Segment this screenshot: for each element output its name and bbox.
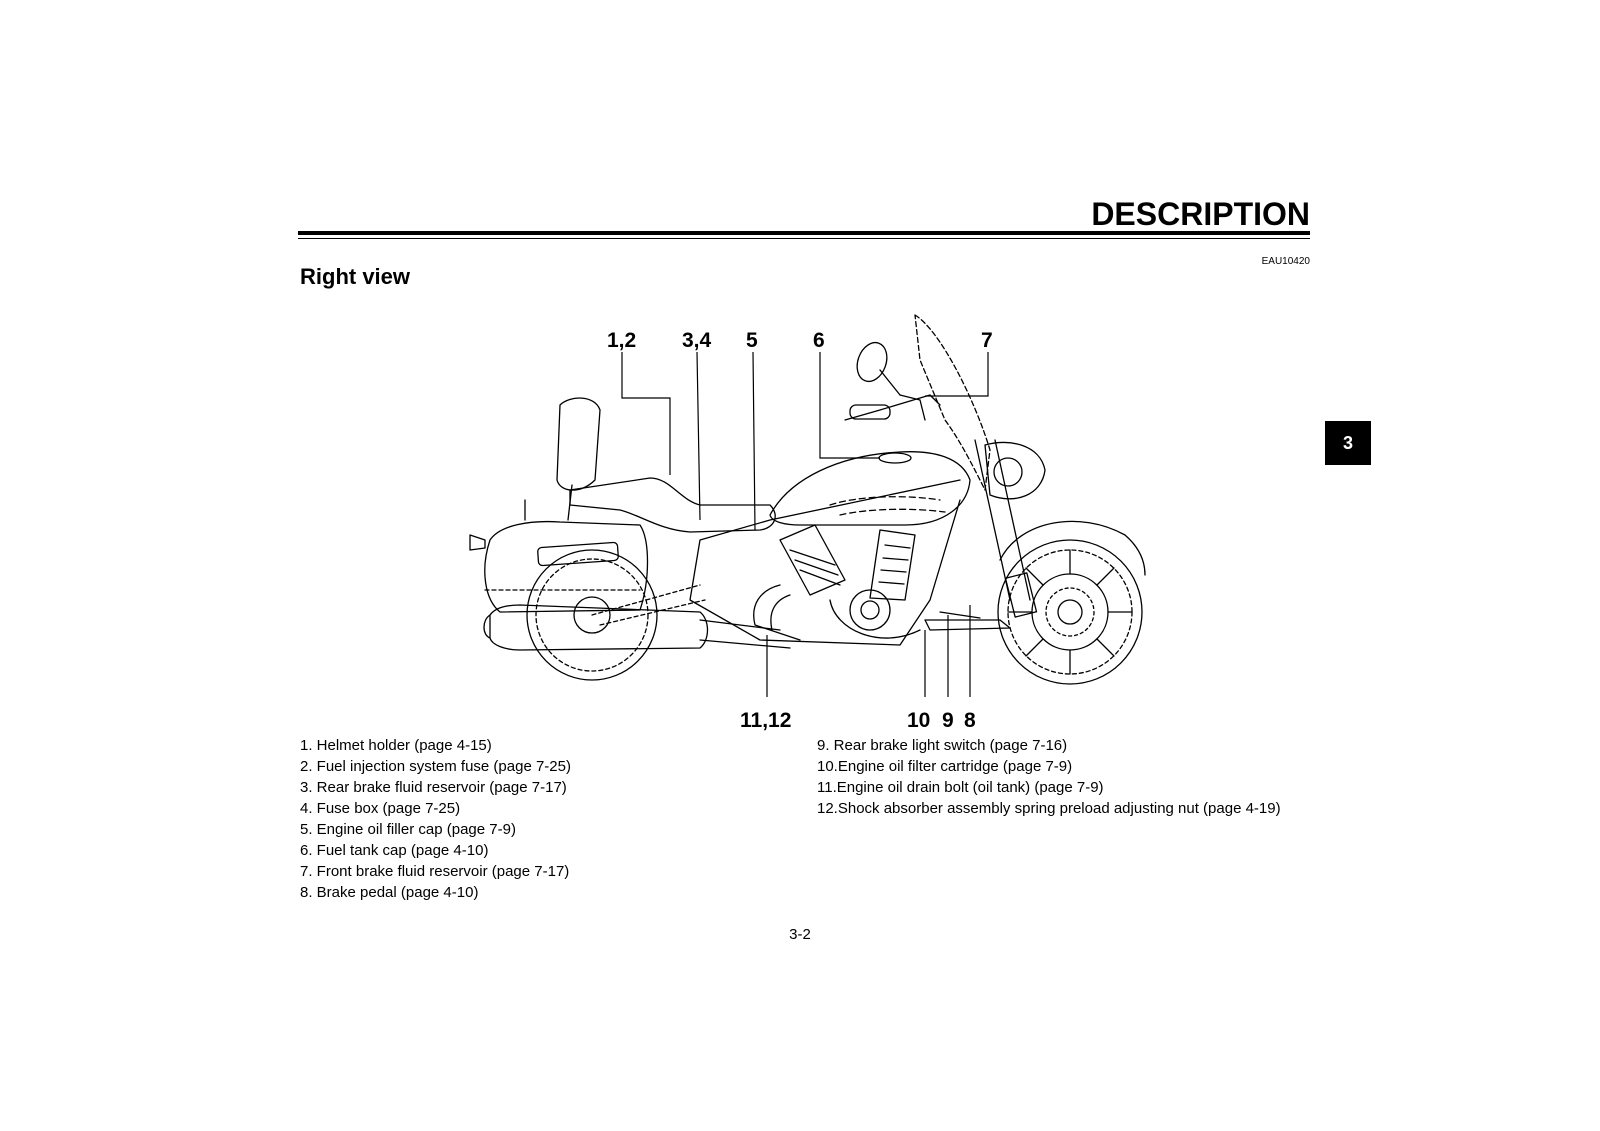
list-item: 6. Fuel tank cap (page 4-10) xyxy=(300,842,489,859)
callout-10: 10 xyxy=(907,709,930,732)
list-item: 7. Front brake fluid reservoir (page 7-1… xyxy=(300,863,570,880)
leader-3-4 xyxy=(696,351,701,521)
floorboard xyxy=(924,619,1011,631)
engine xyxy=(779,524,921,639)
list-item: 8. Brake pedal (page 4-10) xyxy=(300,884,479,901)
callout-6: 6 xyxy=(813,329,825,352)
headlight xyxy=(984,441,1046,500)
list-item: 12.Shock absorber assembly spring preloa… xyxy=(817,800,1281,817)
list-item: 10.Engine oil filter cartridge (page 7-9… xyxy=(817,758,1073,775)
parts-list-left: 1. Helmet holder (page 4-15) 2. Fuel inj… xyxy=(300,735,571,903)
leader-5 xyxy=(752,351,756,531)
callout-5: 5 xyxy=(746,329,758,352)
leader-lines xyxy=(621,351,989,697)
page-title: DESCRIPTION xyxy=(1091,196,1310,232)
leader-6 xyxy=(819,352,880,459)
callout-11-12: 11,12 xyxy=(740,709,791,732)
frame xyxy=(689,479,961,646)
callout-7: 7 xyxy=(981,329,993,352)
parts-list-right: 9. Rear brake light switch (page 7-16) 1… xyxy=(817,735,1281,819)
exhaust-pipes xyxy=(483,584,801,651)
section-title: Right view xyxy=(300,264,411,289)
page-number: 3-2 xyxy=(789,926,811,943)
list-item: 2. Fuel injection system fuse (page 7-25… xyxy=(300,758,571,775)
front-fender xyxy=(999,520,1146,576)
front-wheel xyxy=(997,539,1143,685)
saddlebag xyxy=(484,520,649,613)
callout-3-4: 3,4 xyxy=(682,329,712,352)
swingarm xyxy=(591,584,706,626)
list-item: 11.Engine oil drain bolt (oil tank) (pag… xyxy=(817,779,1104,796)
list-item: 5. Engine oil filler cap (page 7-9) xyxy=(300,821,516,838)
seat xyxy=(569,477,776,533)
handlebar xyxy=(844,341,941,421)
callout-9: 9 xyxy=(942,709,954,732)
windshield xyxy=(914,314,991,491)
header-rule-thin xyxy=(298,238,1310,239)
callout-8: 8 xyxy=(964,709,976,732)
rear-turn-signal xyxy=(469,534,486,551)
backrest xyxy=(556,397,601,491)
list-item: 9. Rear brake light switch (page 7-16) xyxy=(817,737,1068,754)
fuel-tank xyxy=(769,451,971,526)
header-rule-thick xyxy=(298,231,1310,235)
leader-1-2 xyxy=(621,352,671,475)
list-item: 4. Fuse box (page 7-25) xyxy=(300,800,461,817)
rear-wheel xyxy=(526,549,658,681)
list-item: 3. Rear brake fluid reservoir (page 7-17… xyxy=(300,779,567,796)
list-item: 1. Helmet holder (page 4-15) xyxy=(300,737,492,754)
leader-7 xyxy=(925,352,989,397)
callout-1-2: 1,2 xyxy=(607,329,636,352)
document-code: EAU10420 xyxy=(1261,256,1310,267)
chapter-tab: 3 xyxy=(1325,421,1371,465)
front-fork xyxy=(974,439,1038,618)
